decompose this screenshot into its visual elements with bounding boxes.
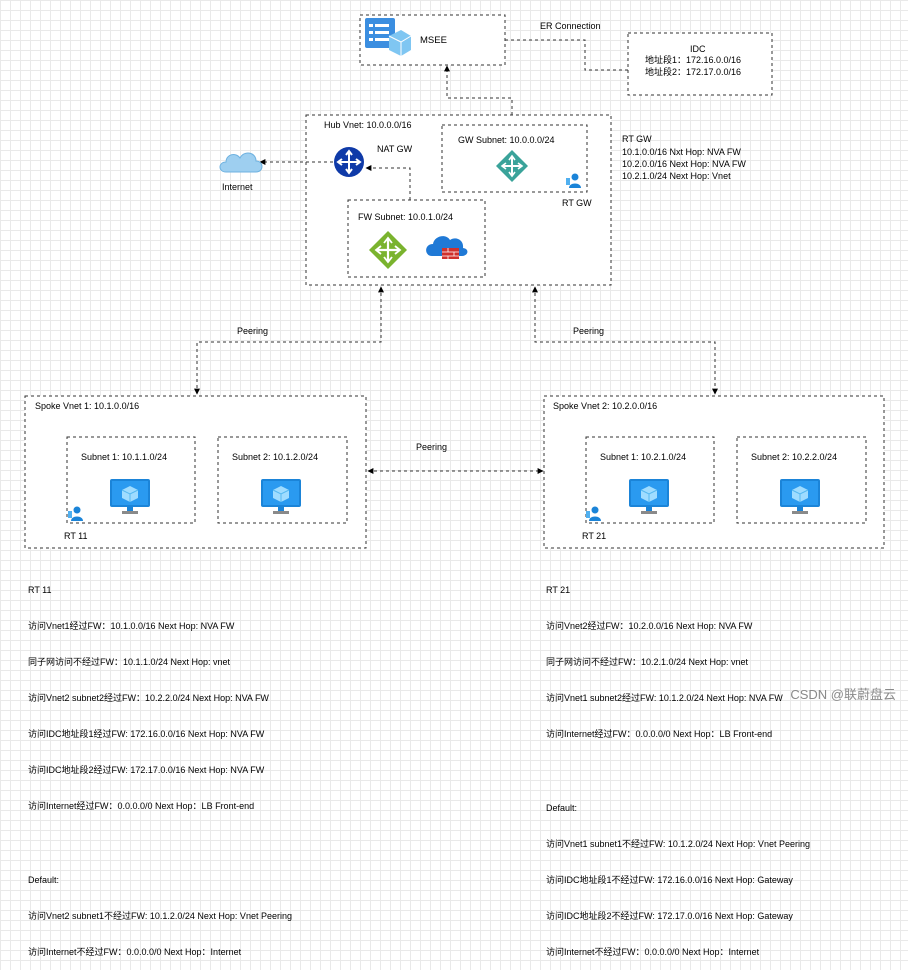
rt11-icon-label: RT 11 [64,531,88,541]
peering-hub-spoke1 [194,286,384,395]
rt21-default-route: 访问Vnet1 subnet1不经过FW: 10.1.2.0/24 Next H… [546,839,810,849]
fw-subnet-box[interactable] [347,199,486,278]
rt11-route: 同子网访问不经过FW：10.1.1.0/24 Next Hop: vnet [28,657,231,667]
fw-to-nat-arrow [365,165,411,200]
nva-firewall-icon [369,231,407,269]
spoke1-subnet2-label: Subnet 2: 10.1.2.0/24 [232,452,318,462]
spoke2-subnet1-label: Subnet 1: 10.2.1.0/24 [600,452,686,462]
rt11-route: 访问Vnet1经过FW：10.1.0.0/16 Next Hop: NVA FW [28,621,235,631]
msee-icon [365,18,412,56]
rt21-title: RT 21 [546,585,571,595]
rt11-default-route: 访问Vnet2 subnet1不经过FW: 10.1.2.0/24 Next H… [28,911,292,921]
vm-icon [261,479,301,514]
spoke1-subnet1-label: Subnet 1: 10.1.1.0/24 [81,452,167,462]
spoke-vnet-2-label: Spoke Vnet 2: 10.2.0.0/16 [553,401,657,411]
rt-gw-title: RT GW [622,134,652,144]
peering-hub-spoke2 [532,286,718,395]
rt11-route: 访问Internet经过FW：0.0.0.0/0 Next Hop：LB Fro… [28,801,255,811]
rt21-route: 访问Internet经过FW：0.0.0.0/0 Next Hop：LB Fro… [546,729,773,739]
vm-icon [780,479,820,514]
rt11-title: RT 11 [28,585,52,595]
idc-range-2: 地址段2：172.17.0.0/16 [645,66,741,77]
peering-right-label: Peering [573,326,604,336]
rt21-route: 同子网访问不经过FW：10.2.1.0/24 Next Hop: vnet [546,657,749,667]
fw-subnet-label: FW Subnet: 10.0.1.0/24 [358,212,453,222]
hub-vnet-label: Hub Vnet: 10.0.0.0/16 [324,120,412,130]
network-diagram: MSEE ER Connection IDC 地址段1：172.16.0.0/1… [24,14,885,549]
internet-label: Internet [222,182,253,192]
rt11-route-table: RT 11 访问Vnet1经过FW：10.1.0.0/16 Next Hop: … [28,560,292,970]
azure-firewall-icon [426,236,468,259]
internet-cloud-icon [219,152,263,173]
rt21-default-route: 访问IDC地址段1不经过FW: 172.16.0.0/16 Next Hop: … [546,875,793,885]
idc-range-1: 地址段1：172.16.0.0/16 [645,54,741,65]
rt21-default-route: 访问Internet不经过FW：0.0.0.0/0 Next Hop：Inter… [546,947,760,957]
rt11-default-title: Default: [28,875,60,885]
rt21-default-route: 访问IDC地址段2不经过FW: 172.17.0.0/16 Next Hop: … [546,911,793,921]
route-table-21-icon [586,506,601,521]
rt21-route: 访问Vnet1 subnet2经过FW: 10.1.2.0/24 Next Ho… [546,693,783,703]
er-connection-line [505,39,628,71]
nat-gw-label: NAT GW [377,144,413,154]
route-table-gw-icon [566,173,581,188]
rt11-route: 访问Vnet2 subnet2经过FW：10.2.2.0/24 Next Hop… [28,693,269,703]
rt11-route: 访问IDC地址段1经过FW: 172.16.0.0/16 Next Hop: N… [28,729,265,739]
peering-left-label: Peering [237,326,268,336]
spoke2-subnet2-label: Subnet 2: 10.2.2.0/24 [751,452,837,462]
idc-title: IDC [690,44,706,54]
peering-middle-label: Peering [416,442,447,452]
rt-gw-icon-label: RT GW [562,198,592,208]
er-connection-label: ER Connection [540,21,601,31]
route-table-11-icon [68,506,83,521]
rt21-default-title: Default: [546,803,578,813]
idc-box[interactable] [627,32,773,96]
vpn-gateway-icon [496,150,528,182]
spoke-vnet-1-label: Spoke Vnet 1: 10.1.0.0/16 [35,401,139,411]
vm-icon [629,479,669,514]
gw-subnet-label: GW Subnet: 10.0.0.0/24 [458,135,555,145]
rt-gw-route: 10.1.0.0/16 Nxt Hop: NVA FW [622,147,741,157]
rt11-default-route: 访问Internet不经过FW：0.0.0.0/0 Next Hop：Inter… [28,947,242,957]
watermark: CSDN @联蔚盘云 [790,687,896,702]
rt21-route: 访问Vnet2经过FW：10.2.0.0/16 Next Hop: NVA FW [546,621,753,631]
rt11-route: 访问IDC地址段2经过FW: 172.17.0.0/16 Next Hop: N… [28,765,265,775]
vm-icon [110,479,150,514]
hub-to-msee-arrow [444,65,513,115]
nat-gateway-router-icon [334,147,364,177]
rt-gw-route: 10.2.1.0/24 Next Hop: Vnet [622,171,731,181]
rt21-route-table: RT 21 访问Vnet2经过FW：10.2.0.0/16 Next Hop: … [546,560,810,970]
rt21-icon-label: RT 21 [582,531,606,541]
msee-label: MSEE [420,35,447,46]
rt-gw-route: 10.2.0.0/16 Next Hop: NVA FW [622,159,746,169]
